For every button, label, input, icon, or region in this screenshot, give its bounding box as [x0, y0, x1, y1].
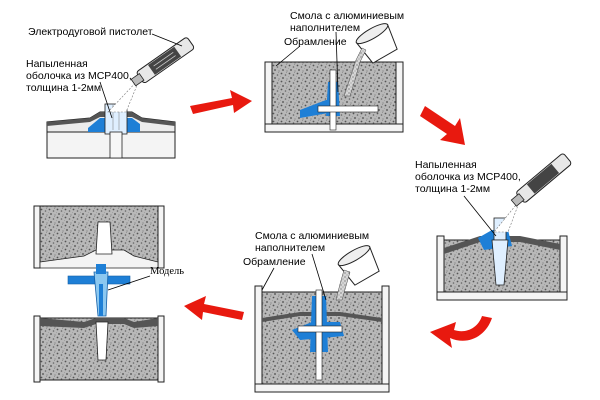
upper-cavity	[95, 221, 113, 255]
spray-cone	[493, 199, 521, 233]
label-spray-gun: Электродуговой пистолет	[28, 26, 153, 38]
leader-shell-2	[463, 195, 497, 237]
frame-left	[264, 61, 273, 133]
panel-pour-resin-1	[264, 23, 404, 133]
process-arrow-icon	[190, 90, 252, 114]
label-frame-1: Обрамление	[284, 36, 347, 48]
label-resin-1: Смола с алюминиевым наполнителем	[290, 10, 405, 34]
panel-pour-resin-2	[254, 245, 390, 393]
lower-cavity	[95, 321, 109, 361]
frame-bottom	[436, 291, 568, 301]
frame-right	[381, 285, 390, 389]
label-sprayed-shell-2: Напыленная оболочка из MCP400, толщина 1…	[415, 159, 521, 195]
model-pin	[329, 69, 337, 131]
frame-right	[559, 235, 568, 297]
leader-frame-1	[275, 45, 301, 67]
leader-shell-1	[99, 81, 113, 119]
model-pin	[315, 289, 323, 381]
panel-spray-model	[46, 33, 195, 159]
dark-shell-layer	[47, 112, 175, 126]
dark-shell-layer	[444, 236, 560, 254]
process-arrow-icon	[420, 106, 465, 145]
process-arrow-icon	[184, 296, 244, 320]
panel-spray-second-half	[436, 153, 572, 301]
panel-split-mold	[33, 205, 165, 383]
pouring-bucket-icon	[355, 23, 398, 64]
spray-gun-icon	[130, 37, 195, 87]
frame-right	[395, 61, 404, 133]
resin-stream	[343, 47, 367, 97]
process-arrow-icon	[430, 316, 492, 348]
leader-resin-1	[335, 31, 339, 93]
label-sprayed-shell-1: Напыленная оболочка из MCP400, толщина 1…	[26, 58, 132, 94]
model-pin	[109, 131, 123, 159]
label-model: Модель	[150, 266, 185, 277]
leader-model	[107, 275, 151, 291]
spray-cone	[107, 77, 141, 113]
leader-resin-2	[311, 253, 327, 301]
frame-left	[436, 235, 445, 297]
label-resin-2: Смола с алюминиевым наполнителем	[255, 230, 370, 254]
frame-bottom	[254, 383, 390, 393]
leader-frame-2	[261, 267, 275, 291]
label-frame-2: Обрамление	[243, 256, 306, 268]
leader-gun	[151, 33, 183, 47]
shell-blue	[300, 100, 334, 118]
model-part	[67, 264, 131, 317]
resin-stream	[335, 269, 351, 301]
frame-left	[254, 285, 263, 389]
spray-gun-icon	[510, 153, 572, 207]
